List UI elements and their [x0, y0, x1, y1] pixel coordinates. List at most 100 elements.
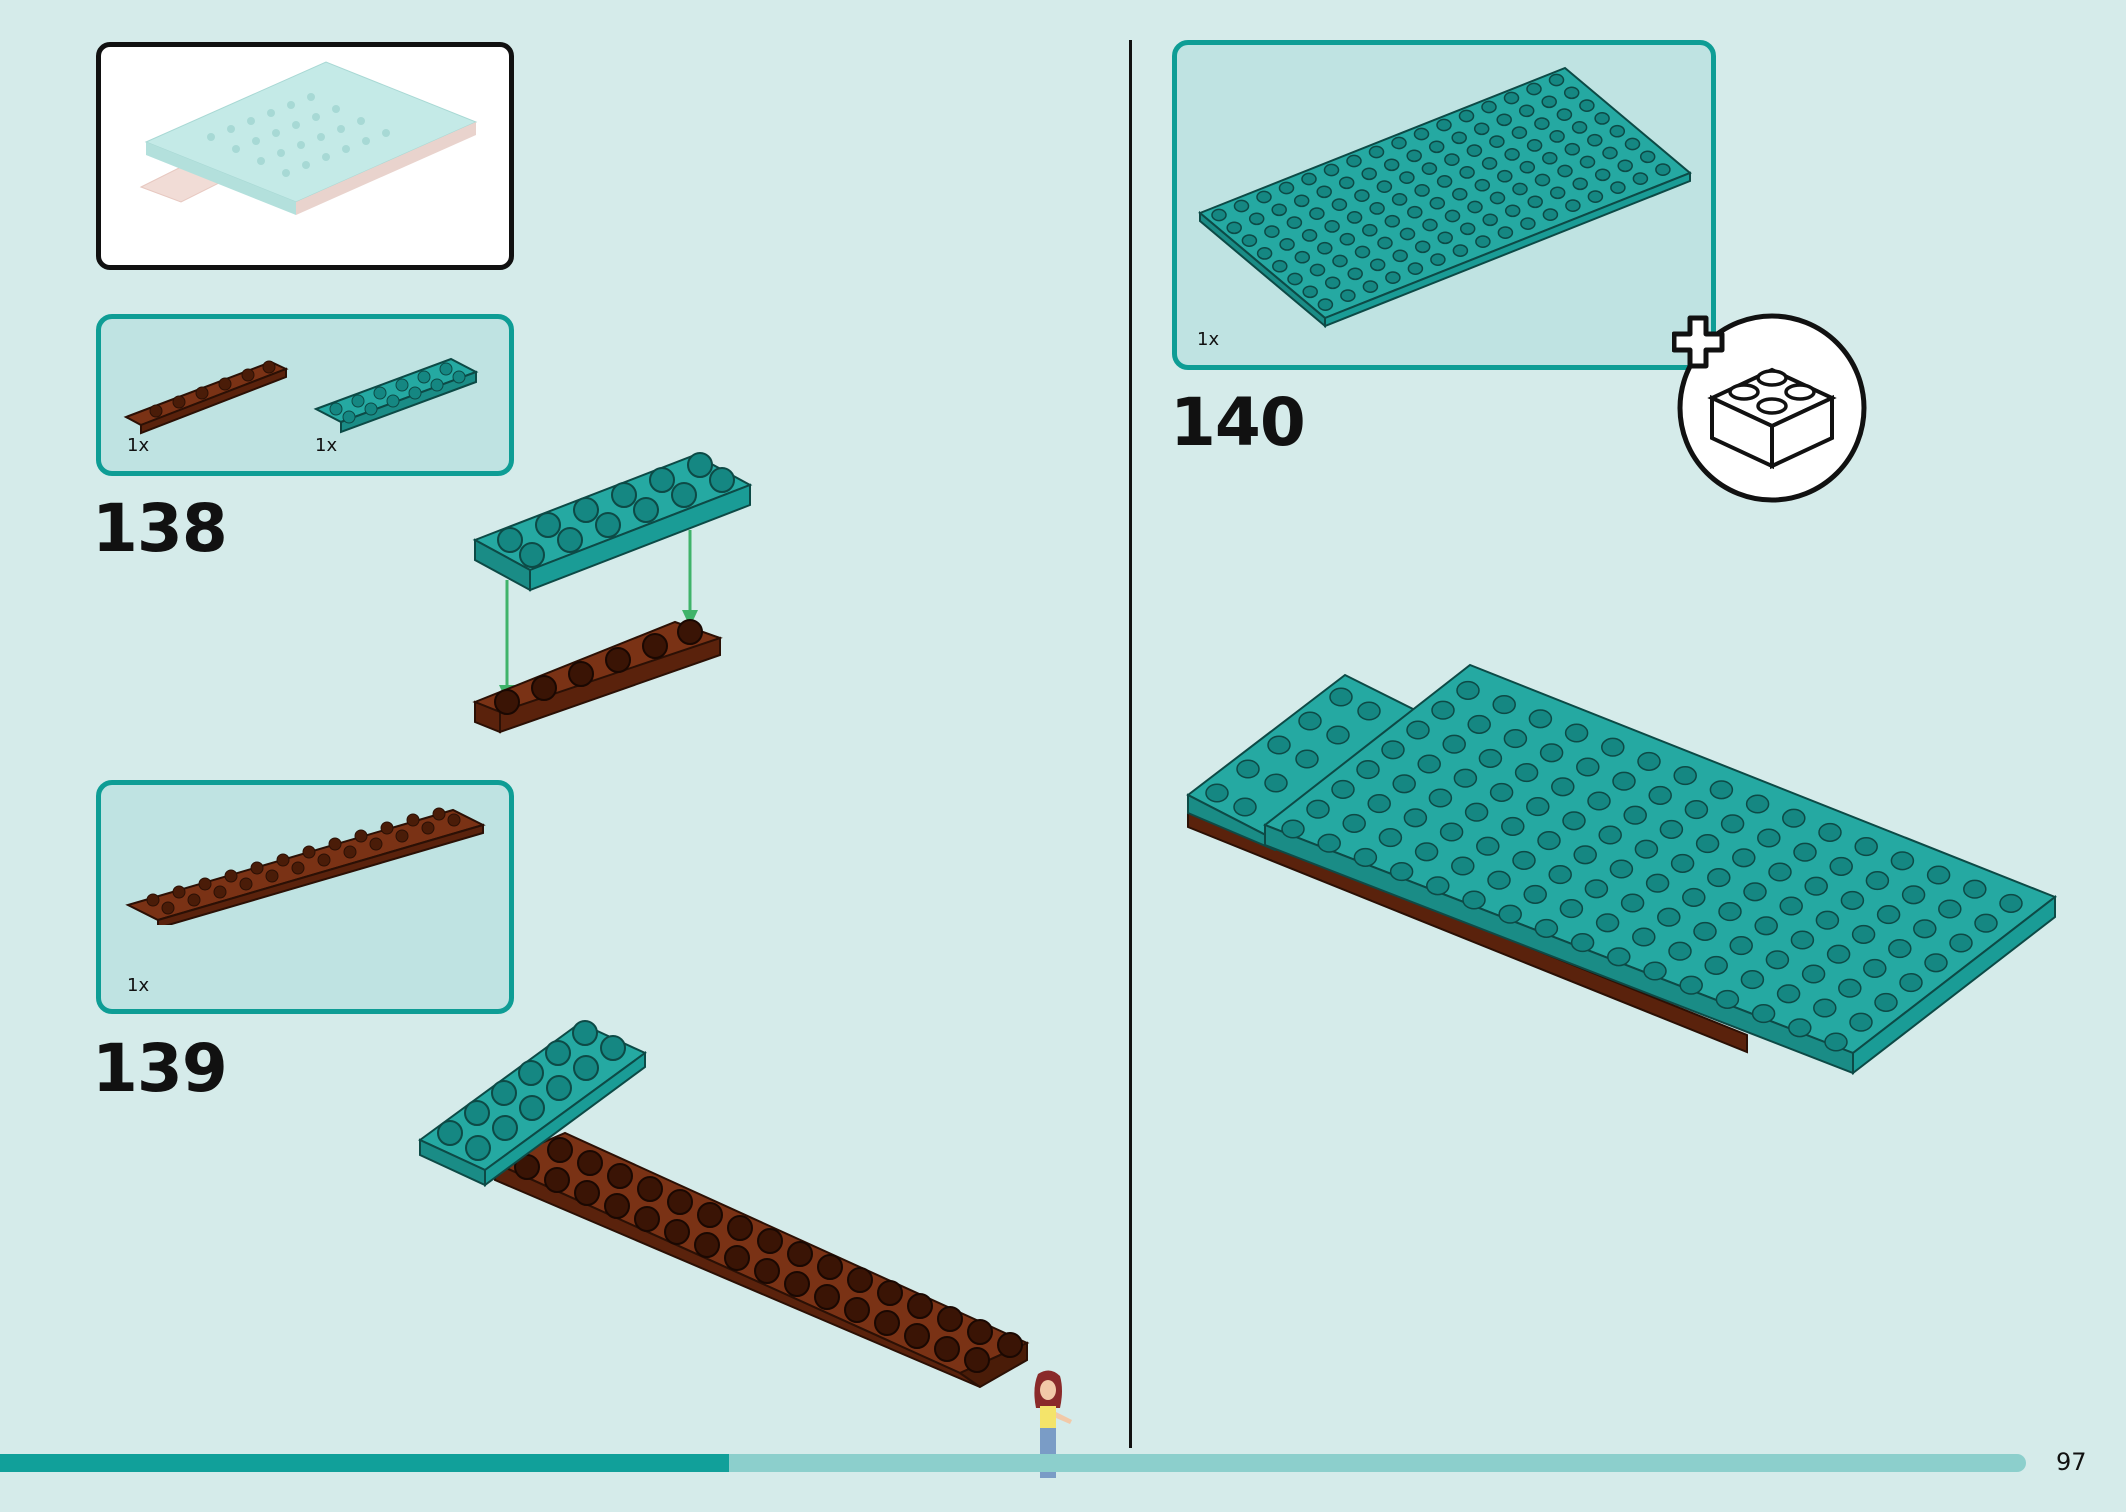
stud [1504, 204, 1521, 218]
stud [1421, 162, 1438, 175]
stud [1362, 223, 1378, 237]
stud [1851, 924, 1876, 944]
stud [1384, 214, 1401, 228]
stud [1431, 700, 1455, 720]
stud [1353, 847, 1378, 867]
stud [1963, 879, 1987, 899]
stud [1639, 150, 1656, 164]
stud [1324, 220, 1340, 233]
part-qty: 1x [127, 435, 150, 456]
stud [1564, 723, 1589, 743]
stud [1559, 899, 1584, 919]
stud [1709, 780, 1734, 800]
stud [1684, 800, 1709, 820]
stud [1576, 757, 1600, 777]
part-qty: 1x [127, 975, 150, 996]
stud [1587, 190, 1604, 203]
part-qty: 1x [1197, 329, 1220, 350]
stud [1489, 782, 1514, 802]
step-138-build-illustration [472, 452, 753, 734]
stud [1287, 272, 1303, 286]
stud [1478, 748, 1503, 768]
stud [1317, 298, 1334, 311]
stud [1610, 181, 1626, 194]
brown-plate-2x16 [492, 1131, 1030, 1389]
stud [1492, 695, 1516, 715]
stud [1467, 714, 1491, 734]
stud [1655, 163, 1671, 176]
stud [1926, 865, 1951, 885]
stud [1849, 1012, 1873, 1032]
stud [1407, 205, 1423, 219]
stud [1453, 768, 1478, 788]
stud [1279, 238, 1295, 251]
step-140-build-illustration [1186, 663, 2058, 1076]
stud [1511, 126, 1528, 139]
stud [1385, 271, 1401, 284]
step-139-build-illustration [418, 1020, 1030, 1389]
stud [1924, 953, 1948, 973]
stud [1331, 198, 1348, 211]
stud [1526, 139, 1543, 152]
stud [1657, 907, 1681, 927]
stud [1482, 213, 1498, 227]
stud [1602, 146, 1618, 160]
stud [1548, 73, 1565, 87]
parts-box-step-139: 1x [96, 780, 514, 1014]
stud [1632, 927, 1656, 947]
stud [1518, 104, 1535, 118]
stud [1497, 226, 1514, 239]
stud [1481, 100, 1497, 114]
stud [1456, 680, 1480, 700]
stud [1637, 751, 1661, 771]
stud [1331, 779, 1355, 799]
teal-plate-2x6 [313, 357, 479, 434]
stud [1329, 687, 1353, 707]
stud [1824, 1032, 1848, 1052]
stud [1451, 856, 1475, 876]
stud [1757, 828, 1781, 848]
stud [1369, 202, 1385, 215]
stud [1338, 176, 1355, 190]
stud [1804, 876, 1828, 896]
teal-plate-8x16 [1262, 663, 2058, 1076]
stud [1444, 209, 1461, 223]
stud [1634, 839, 1659, 859]
stud [1571, 121, 1588, 134]
stud [1442, 734, 1466, 754]
stud [1673, 766, 1697, 786]
stud [1473, 122, 1490, 136]
stud [1876, 905, 1901, 925]
stud [1874, 992, 1898, 1012]
stud [1476, 836, 1500, 856]
stud [1740, 970, 1765, 990]
stud [1815, 910, 1840, 930]
stud [1563, 86, 1580, 100]
stud [1383, 158, 1400, 172]
down-arrow-icon [499, 530, 698, 702]
stud [1520, 217, 1536, 230]
stud [1594, 168, 1611, 182]
stud [1399, 227, 1416, 241]
stud [1829, 856, 1853, 876]
stud [1776, 984, 1801, 1004]
stud [1233, 797, 1257, 817]
stud [1301, 172, 1317, 186]
stud [1587, 133, 1603, 147]
stud [1572, 177, 1588, 191]
stud [1413, 127, 1430, 141]
stud [1381, 740, 1405, 760]
stud [1362, 280, 1379, 293]
stud [1439, 822, 1464, 842]
stud [1357, 701, 1381, 721]
stud [1579, 155, 1596, 169]
stud [1668, 941, 1692, 961]
stud [1617, 159, 1633, 173]
stud [1534, 117, 1550, 130]
stud [1302, 285, 1318, 299]
part-qty: 1x [315, 435, 338, 456]
stud [1264, 773, 1288, 793]
stud [1406, 720, 1430, 740]
stud [1437, 231, 1453, 245]
stud [1501, 816, 1525, 836]
